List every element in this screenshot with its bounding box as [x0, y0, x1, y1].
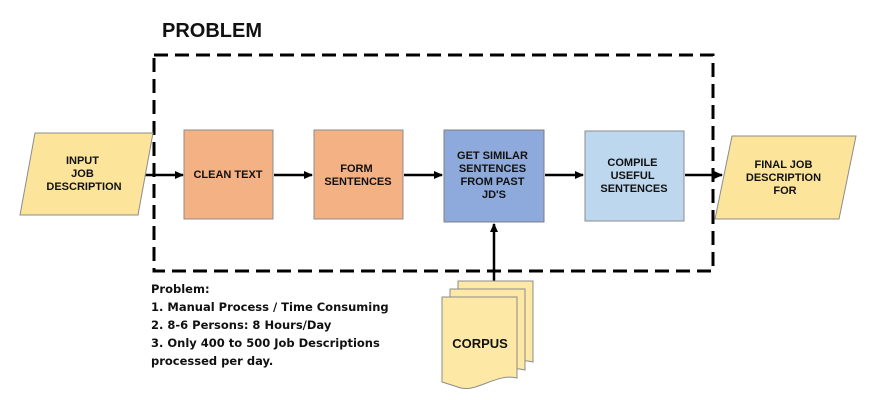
notes-item-1: 1. Manual Process / Time Consuming [151, 300, 389, 314]
notes-item-3-continuation: processed per day. [151, 354, 274, 368]
diagram-title: PROBLEM [162, 20, 262, 42]
get-similar-sentences-box [443, 129, 545, 223]
problem-notes: Problem: 1. Manual Process / Time Consum… [151, 280, 431, 370]
form-sentences-box [313, 129, 404, 220]
final-job-description-label: FINAL JOB DESCRIPTION FOR [746, 159, 824, 197]
clean-text-box [183, 129, 274, 220]
corpus-front-page [441, 296, 518, 390]
form-sentences-label: FORM SENTENCES [324, 163, 391, 188]
notes-item-2: 2. 8-6 Persons: 8 Hours/Day [151, 318, 332, 332]
compile-useful-sentences-box [584, 130, 685, 222]
compile-useful-sentences-label: COMPILE USEFUL SENTENCES [600, 157, 667, 195]
corpus-documents: CORPUS [441, 280, 534, 390]
corpus-label: CORPUS [452, 336, 508, 351]
notes-heading: Problem: [151, 282, 210, 296]
problem-boundary [152, 53, 715, 273]
clean-text-label: CLEAN TEXT [193, 169, 262, 181]
input-job-description-shape [19, 132, 154, 216]
input-job-description-label: INPUT JOB DESCRIPTION [46, 155, 121, 193]
get-similar-sentences-label: GET SIMILAR SENTENCES FROM PAST JD'S [457, 150, 531, 201]
notes-item-3: 3. Only 400 to 500 Job Descriptions [151, 336, 380, 350]
final-job-description-shape [714, 135, 857, 220]
